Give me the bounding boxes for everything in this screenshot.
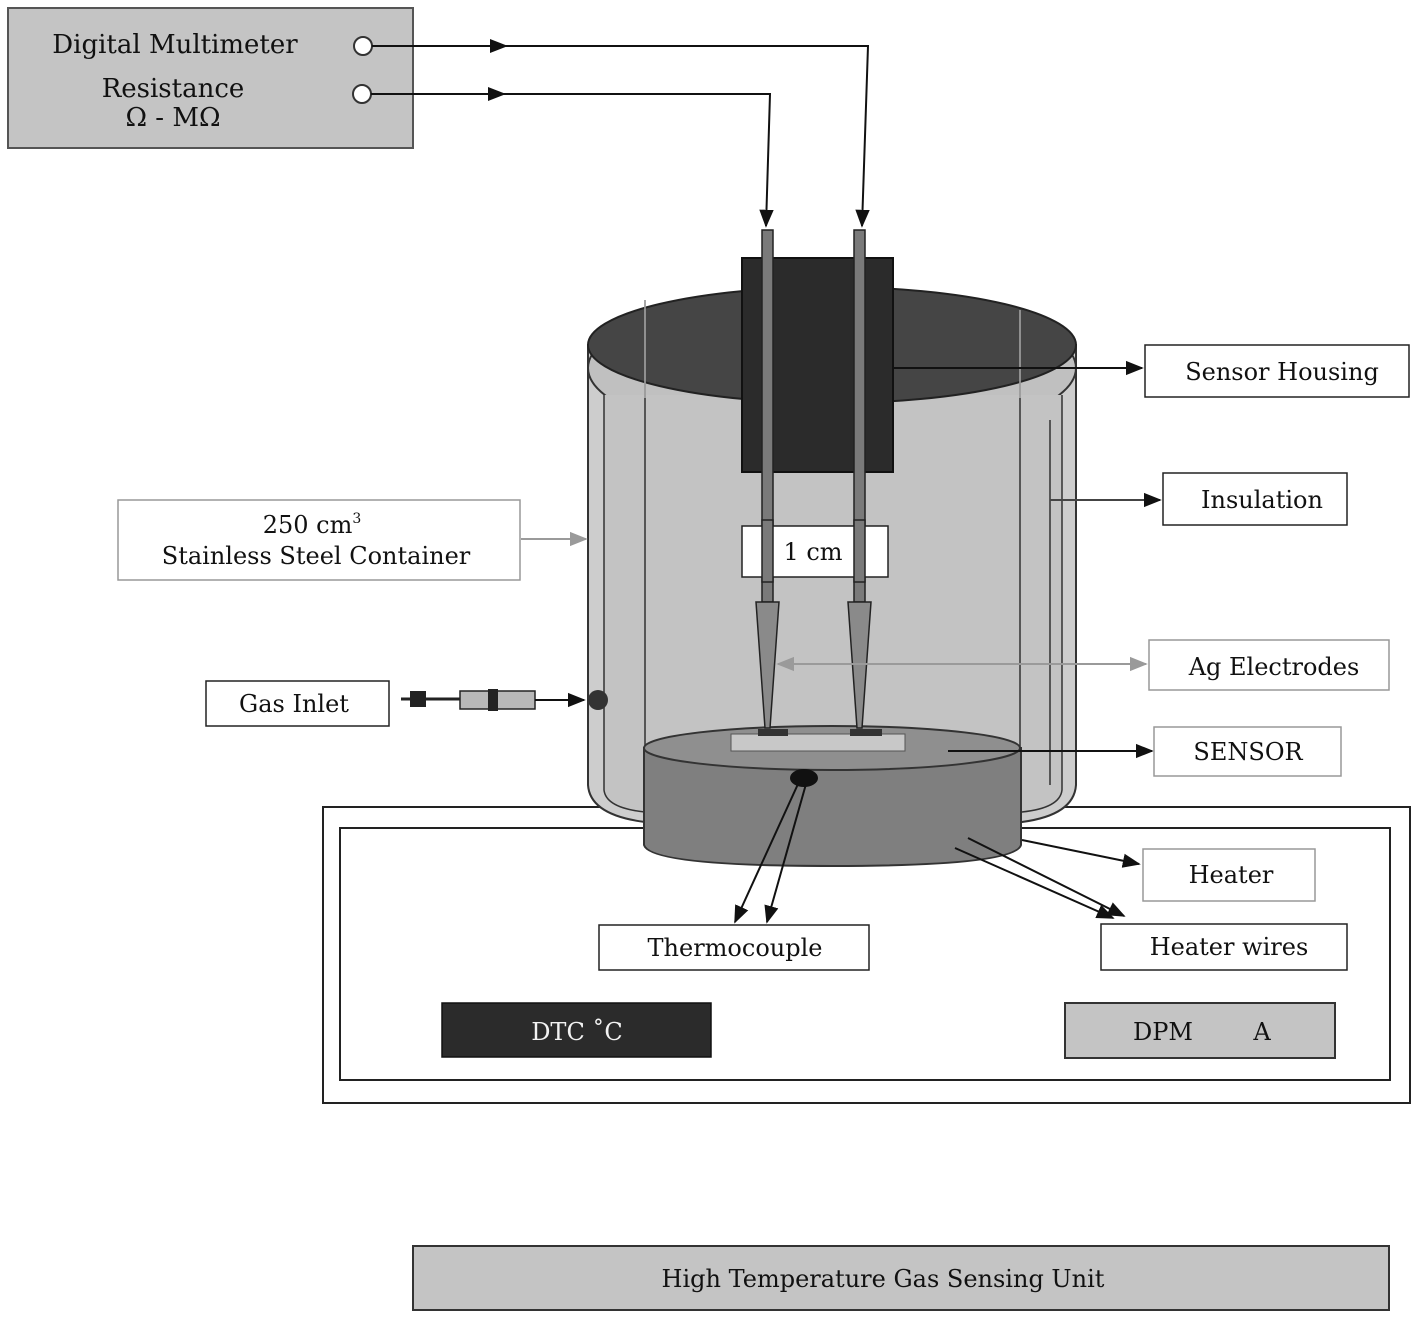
dpm-display: DPM A [1064,1002,1336,1059]
multimeter-range-label: Ω - MΩ [125,103,220,133]
sensor-housing-label: Sensor Housing [1185,358,1379,386]
dpm-label: DPM [1133,1018,1193,1046]
gas-inlet-label: Gas Inlet [239,690,349,718]
dpm-unit-label: A [1252,1018,1271,1046]
sensor-callout: SENSOR [948,726,1342,777]
sensor-element [730,733,906,752]
container-volume-label: 250 cm3 [263,511,362,539]
electrode-pad-left [758,729,788,736]
ag-electrodes-callout: Ag Electrodes [776,639,1390,691]
electrode-pad-right [850,729,882,736]
thermocouple-callout: Thermocouple [598,783,870,971]
multimeter-resistance-label: Resistance [102,74,245,104]
dtc-label: DTC ˚C [531,1018,623,1046]
container-callout: 250 cm3 Stainless Steel Container [117,499,588,581]
heater-wires-callout: Heater wires [954,837,1348,971]
multimeter-title: Digital Multimeter [52,30,298,60]
ag-electrodes-label: Ag Electrodes [1188,653,1360,681]
gas-inlet-callout: Gas Inlet [205,680,390,727]
unit-title: High Temperature Gas Sensing Unit [662,1265,1105,1293]
container-name-label: Stainless Steel Container [162,542,471,570]
dtc-display: DTC ˚C [441,1002,712,1058]
scale-text: 1 cm [783,538,842,566]
sensor-housing-callout: Sensor Housing [893,344,1410,398]
thermocouple-label: Thermocouple [648,934,823,962]
terminal-1-icon[interactable] [353,36,373,56]
digital-multimeter: Digital Multimeter Resistance Ω - MΩ [7,7,414,149]
scale-label: 1 cm [741,519,889,583]
terminal-2-icon[interactable] [352,84,372,104]
insulation-label: Insulation [1201,486,1323,514]
sensor-label: SENSOR [1193,738,1303,766]
heater-label: Heater [1189,861,1274,889]
insulation-callout: Insulation [1050,472,1348,526]
gas-inlet-valve-icon [401,689,608,711]
heater-block [643,725,1022,868]
unit-title-bar: High Temperature Gas Sensing Unit [412,1245,1390,1311]
heater-wires-label: Heater wires [1150,933,1309,961]
heater-callout: Heater [1021,839,1316,902]
thermocouple-junction-icon [790,769,818,787]
probe-wires [371,39,870,228]
